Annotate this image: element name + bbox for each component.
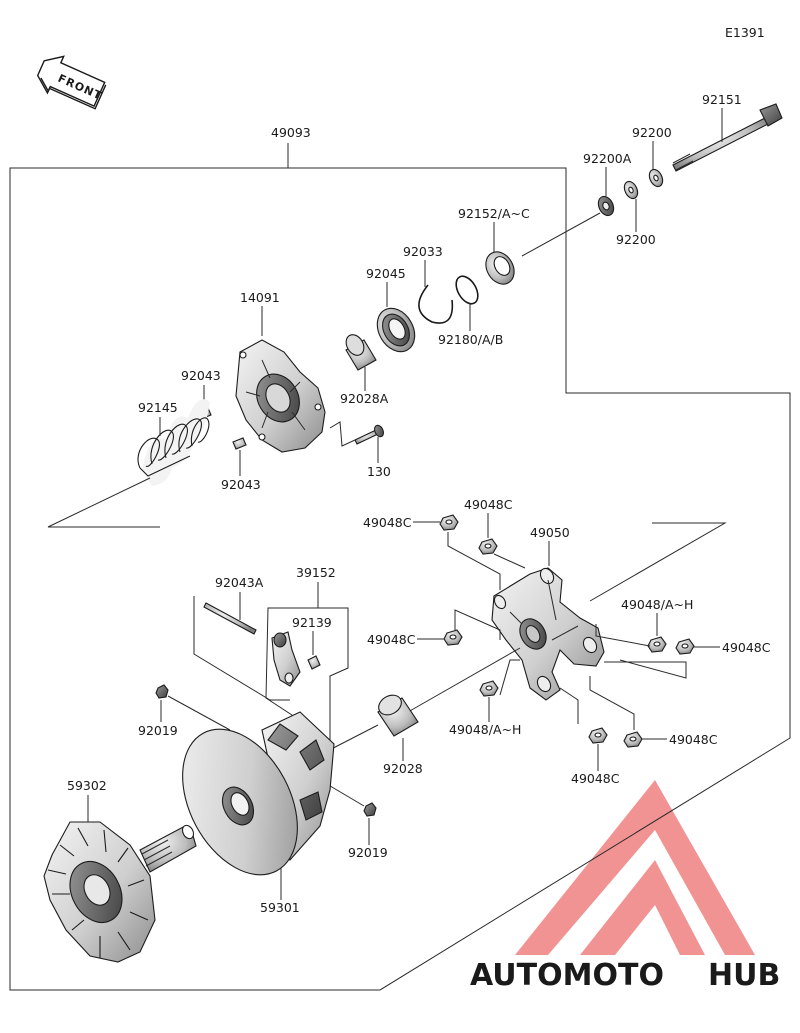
spider-14091 <box>235 339 326 453</box>
label-92045: 92045 <box>366 266 406 281</box>
watermark-triangle-outer <box>515 780 755 955</box>
nut-49048C-right <box>675 638 695 655</box>
label-92043-bottom: 92043 <box>221 477 261 492</box>
bushing-92028A <box>345 334 377 371</box>
label-49048C-1: 49048C <box>363 515 412 530</box>
label-92180: 92180/A/B <box>438 332 503 347</box>
bolt-92151 <box>672 103 783 172</box>
label-92043-top: 92043 <box>181 368 221 383</box>
label-49048C-2: 49048C <box>464 497 513 512</box>
nut-92019-right <box>363 802 377 817</box>
watermark-text-orange: AUTOMOTO <box>470 958 664 993</box>
label-92019-right: 92019 <box>348 845 388 860</box>
bearing-92045 <box>376 307 416 353</box>
label-49048C-right: 49048C <box>722 640 771 655</box>
pin-92139 <box>307 655 321 670</box>
bolt-130 <box>354 424 384 445</box>
label-14091: 14091 <box>240 290 280 305</box>
label-92028A: 92028A <box>340 391 389 406</box>
label-49050: 49050 <box>530 525 570 540</box>
front-arrow-icon: FRONT <box>36 55 107 110</box>
label-92028: 92028 <box>383 761 423 776</box>
label-49048C-3: 49048C <box>367 632 416 647</box>
label-92139: 92139 <box>292 615 332 630</box>
nut-49048AH-right <box>647 636 667 653</box>
nut-49048C-bottom <box>588 727 608 744</box>
group-39152 <box>265 607 349 741</box>
watermark-logo: AUTOMOTO HUB <box>470 780 780 993</box>
label-49048C-bottom: 49048C <box>571 771 620 786</box>
diagram-code: E1391 <box>725 25 765 40</box>
watermark-triangle-inner <box>580 860 705 955</box>
label-59301: 59301 <box>260 900 300 915</box>
label-59302: 59302 <box>67 778 107 793</box>
pin-92043A <box>203 602 257 635</box>
label-130: 130 <box>367 464 391 479</box>
snap-ring-92033 <box>418 284 454 324</box>
label-92043A: 92043A <box>215 575 264 590</box>
label-92200-bottom: 92200 <box>616 232 656 247</box>
label-49093: 49093 <box>271 125 311 140</box>
weight-arm-49050 <box>491 567 605 701</box>
label-92200-top: 92200 <box>632 125 672 140</box>
label-49048AH-right: 49048/A~H <box>621 597 693 612</box>
label-92019-left: 92019 <box>138 723 178 738</box>
roller-weight-39152 <box>271 631 301 687</box>
fixed-sheave-59302 <box>43 821 197 963</box>
movable-sheave-59301 <box>182 711 335 876</box>
label-92200A: 92200A <box>583 151 632 166</box>
label-92145: 92145 <box>138 400 178 415</box>
spacer-92200A <box>597 195 615 217</box>
bushing-92028 <box>377 694 419 737</box>
axis-line-lower <box>407 647 521 713</box>
nut-49048C-2 <box>478 538 498 555</box>
label-92151: 92151 <box>702 92 742 107</box>
label-92033: 92033 <box>403 244 443 259</box>
nut-49048C-bottom-right <box>623 731 643 748</box>
axis-line-upper <box>521 212 601 257</box>
label-49048AH-bottom: 49048/A~H <box>449 722 521 737</box>
nut-49048C-1 <box>439 514 459 531</box>
pin-92043-bottom <box>232 437 247 450</box>
nut-92019-left <box>155 684 169 699</box>
watermark-text-gray: HUB <box>708 958 780 993</box>
nut-49048AH-bottom <box>479 680 499 697</box>
nut-49048C-3 <box>443 629 463 646</box>
label-39152: 39152 <box>296 565 336 580</box>
spring-92145 <box>137 399 210 486</box>
label-92152: 92152/A~C <box>458 206 530 221</box>
label-49048C-bottom-right: 49048C <box>669 732 718 747</box>
assembly-frame <box>9 167 791 991</box>
bushing-92152 <box>485 251 515 285</box>
ring-92180 <box>455 275 479 305</box>
